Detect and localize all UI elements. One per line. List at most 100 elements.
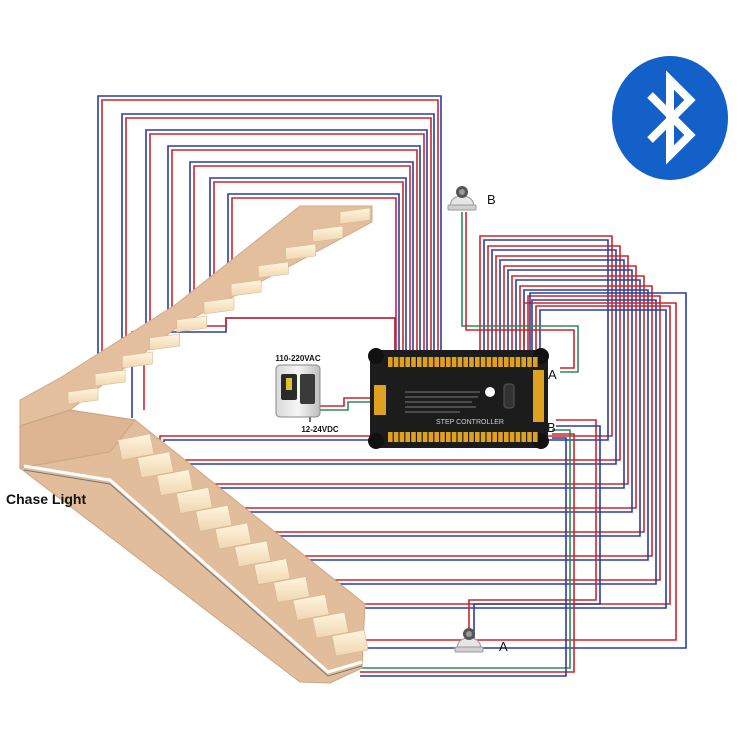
terminal-pin bbox=[480, 432, 486, 442]
terminal-pin bbox=[399, 432, 405, 442]
terminal-pin bbox=[515, 357, 521, 367]
terminal-pin bbox=[434, 357, 439, 367]
lower-step-tread bbox=[234, 540, 272, 568]
wire-upper-blue bbox=[121, 113, 435, 365]
lower-steps-group bbox=[117, 433, 369, 657]
upper-steps-group bbox=[67, 207, 371, 405]
lower-step-tread bbox=[312, 611, 349, 639]
wiring-group bbox=[97, 95, 687, 677]
wire-lower-blue bbox=[163, 239, 609, 442]
terminal-pin bbox=[498, 432, 503, 442]
lower-step-tread bbox=[253, 558, 291, 586]
terminal-pin bbox=[422, 432, 428, 442]
terminal-pin bbox=[393, 432, 399, 442]
terminal-pin bbox=[498, 357, 503, 367]
terminal-pin bbox=[428, 432, 434, 442]
terminal-pin bbox=[469, 357, 474, 367]
chase-light-edge bbox=[23, 469, 363, 677]
terminal-pin bbox=[446, 432, 451, 442]
terminal-pin bbox=[463, 432, 468, 442]
terminal-pin bbox=[527, 357, 532, 367]
wire-sensor-a-blue bbox=[473, 425, 601, 640]
wire-upper-red bbox=[171, 149, 418, 360]
terminal-pin bbox=[509, 432, 515, 442]
wire-upper-red bbox=[193, 165, 411, 360]
wire-sensor-a-red bbox=[468, 419, 597, 640]
terminal-pin bbox=[504, 432, 509, 442]
upper-step-tread bbox=[339, 207, 371, 225]
terminal-block-top bbox=[388, 357, 538, 367]
motion-sensor-icon: A bbox=[454, 628, 508, 654]
upper-step-tread bbox=[230, 279, 262, 297]
controller-b-label: B bbox=[547, 420, 556, 435]
terminal-pin bbox=[451, 357, 457, 367]
upper-step-tread bbox=[94, 369, 126, 387]
terminal-pin bbox=[533, 357, 538, 367]
sensor-bottom-label: A bbox=[499, 639, 508, 654]
terminal-pin bbox=[417, 357, 422, 367]
psu-input-label: 110-220VAC bbox=[275, 354, 320, 363]
terminal-pin bbox=[463, 357, 468, 367]
terminal-pin bbox=[486, 432, 492, 442]
lower-step-tread bbox=[156, 469, 194, 496]
wire-upper-blue bbox=[209, 177, 407, 360]
terminal-pin bbox=[509, 357, 515, 367]
terminal-pin bbox=[434, 432, 439, 442]
lower-step-tread bbox=[292, 594, 330, 621]
terminal-pin bbox=[521, 357, 526, 367]
wire-chase bbox=[360, 433, 575, 673]
controller-a-label: A bbox=[548, 367, 557, 382]
terminal-pin bbox=[475, 432, 480, 442]
lower-step-tread bbox=[273, 576, 310, 603]
terminal-pin bbox=[405, 357, 410, 367]
terminal-pin bbox=[515, 432, 521, 442]
wire-upper-red bbox=[231, 197, 397, 360]
terminal-pin bbox=[457, 357, 463, 367]
power-supply: 110-220VAC 12-24VDC bbox=[275, 354, 339, 434]
upper-step-tread bbox=[67, 387, 99, 405]
terminal-pin bbox=[446, 357, 451, 367]
terminal-pin bbox=[440, 432, 445, 442]
terminal-pin bbox=[422, 357, 428, 367]
wire-upper-red bbox=[101, 99, 439, 378]
terminal-pin bbox=[405, 432, 410, 442]
wire-landing bbox=[131, 317, 396, 418]
terminal-pin bbox=[393, 357, 399, 367]
sensor-top-label: B bbox=[487, 192, 496, 207]
terminal-pin bbox=[388, 432, 393, 442]
terminal-pin bbox=[411, 432, 416, 442]
terminal-pin bbox=[521, 432, 526, 442]
lower-step-tread bbox=[331, 629, 369, 657]
step-controller: STEP CONTROLLER bbox=[368, 348, 549, 449]
staircase bbox=[18, 205, 373, 684]
wire-upper-red bbox=[125, 117, 432, 363]
terminal-pin bbox=[475, 357, 480, 367]
terminal-pin bbox=[411, 357, 416, 367]
wire-lower-red bbox=[159, 235, 613, 440]
wire-upper-blue bbox=[227, 193, 400, 360]
wire-upper-blue bbox=[189, 161, 414, 360]
terminal-pin bbox=[440, 357, 445, 367]
upper-step-tread bbox=[258, 261, 289, 279]
terminal-pin bbox=[480, 357, 486, 367]
terminal-pin bbox=[486, 357, 492, 367]
terminal-pin bbox=[492, 432, 497, 442]
bluetooth-icon bbox=[612, 56, 728, 180]
controller-title: STEP CONTROLLER bbox=[436, 419, 504, 426]
wire-upper-blue bbox=[145, 129, 428, 360]
lower-step-tread bbox=[117, 433, 155, 461]
terminal-pin bbox=[469, 432, 474, 442]
wire-upper-blue bbox=[97, 95, 442, 380]
upper-step-tread bbox=[312, 225, 344, 243]
upper-step-tread bbox=[149, 333, 180, 351]
wire-outer bbox=[360, 292, 687, 649]
wire-psu-red bbox=[318, 397, 374, 407]
chase-light-label: Chase Light bbox=[6, 491, 86, 507]
psu-output-label: 12-24VDC bbox=[301, 425, 339, 434]
wire-sensor-b-red bbox=[465, 212, 575, 369]
wire-upper-red bbox=[149, 133, 425, 360]
lower-step-tread bbox=[137, 451, 174, 479]
wire-sensor-b bbox=[461, 212, 579, 373]
wire-upper-red bbox=[213, 181, 404, 360]
terminal-pin bbox=[504, 357, 509, 367]
